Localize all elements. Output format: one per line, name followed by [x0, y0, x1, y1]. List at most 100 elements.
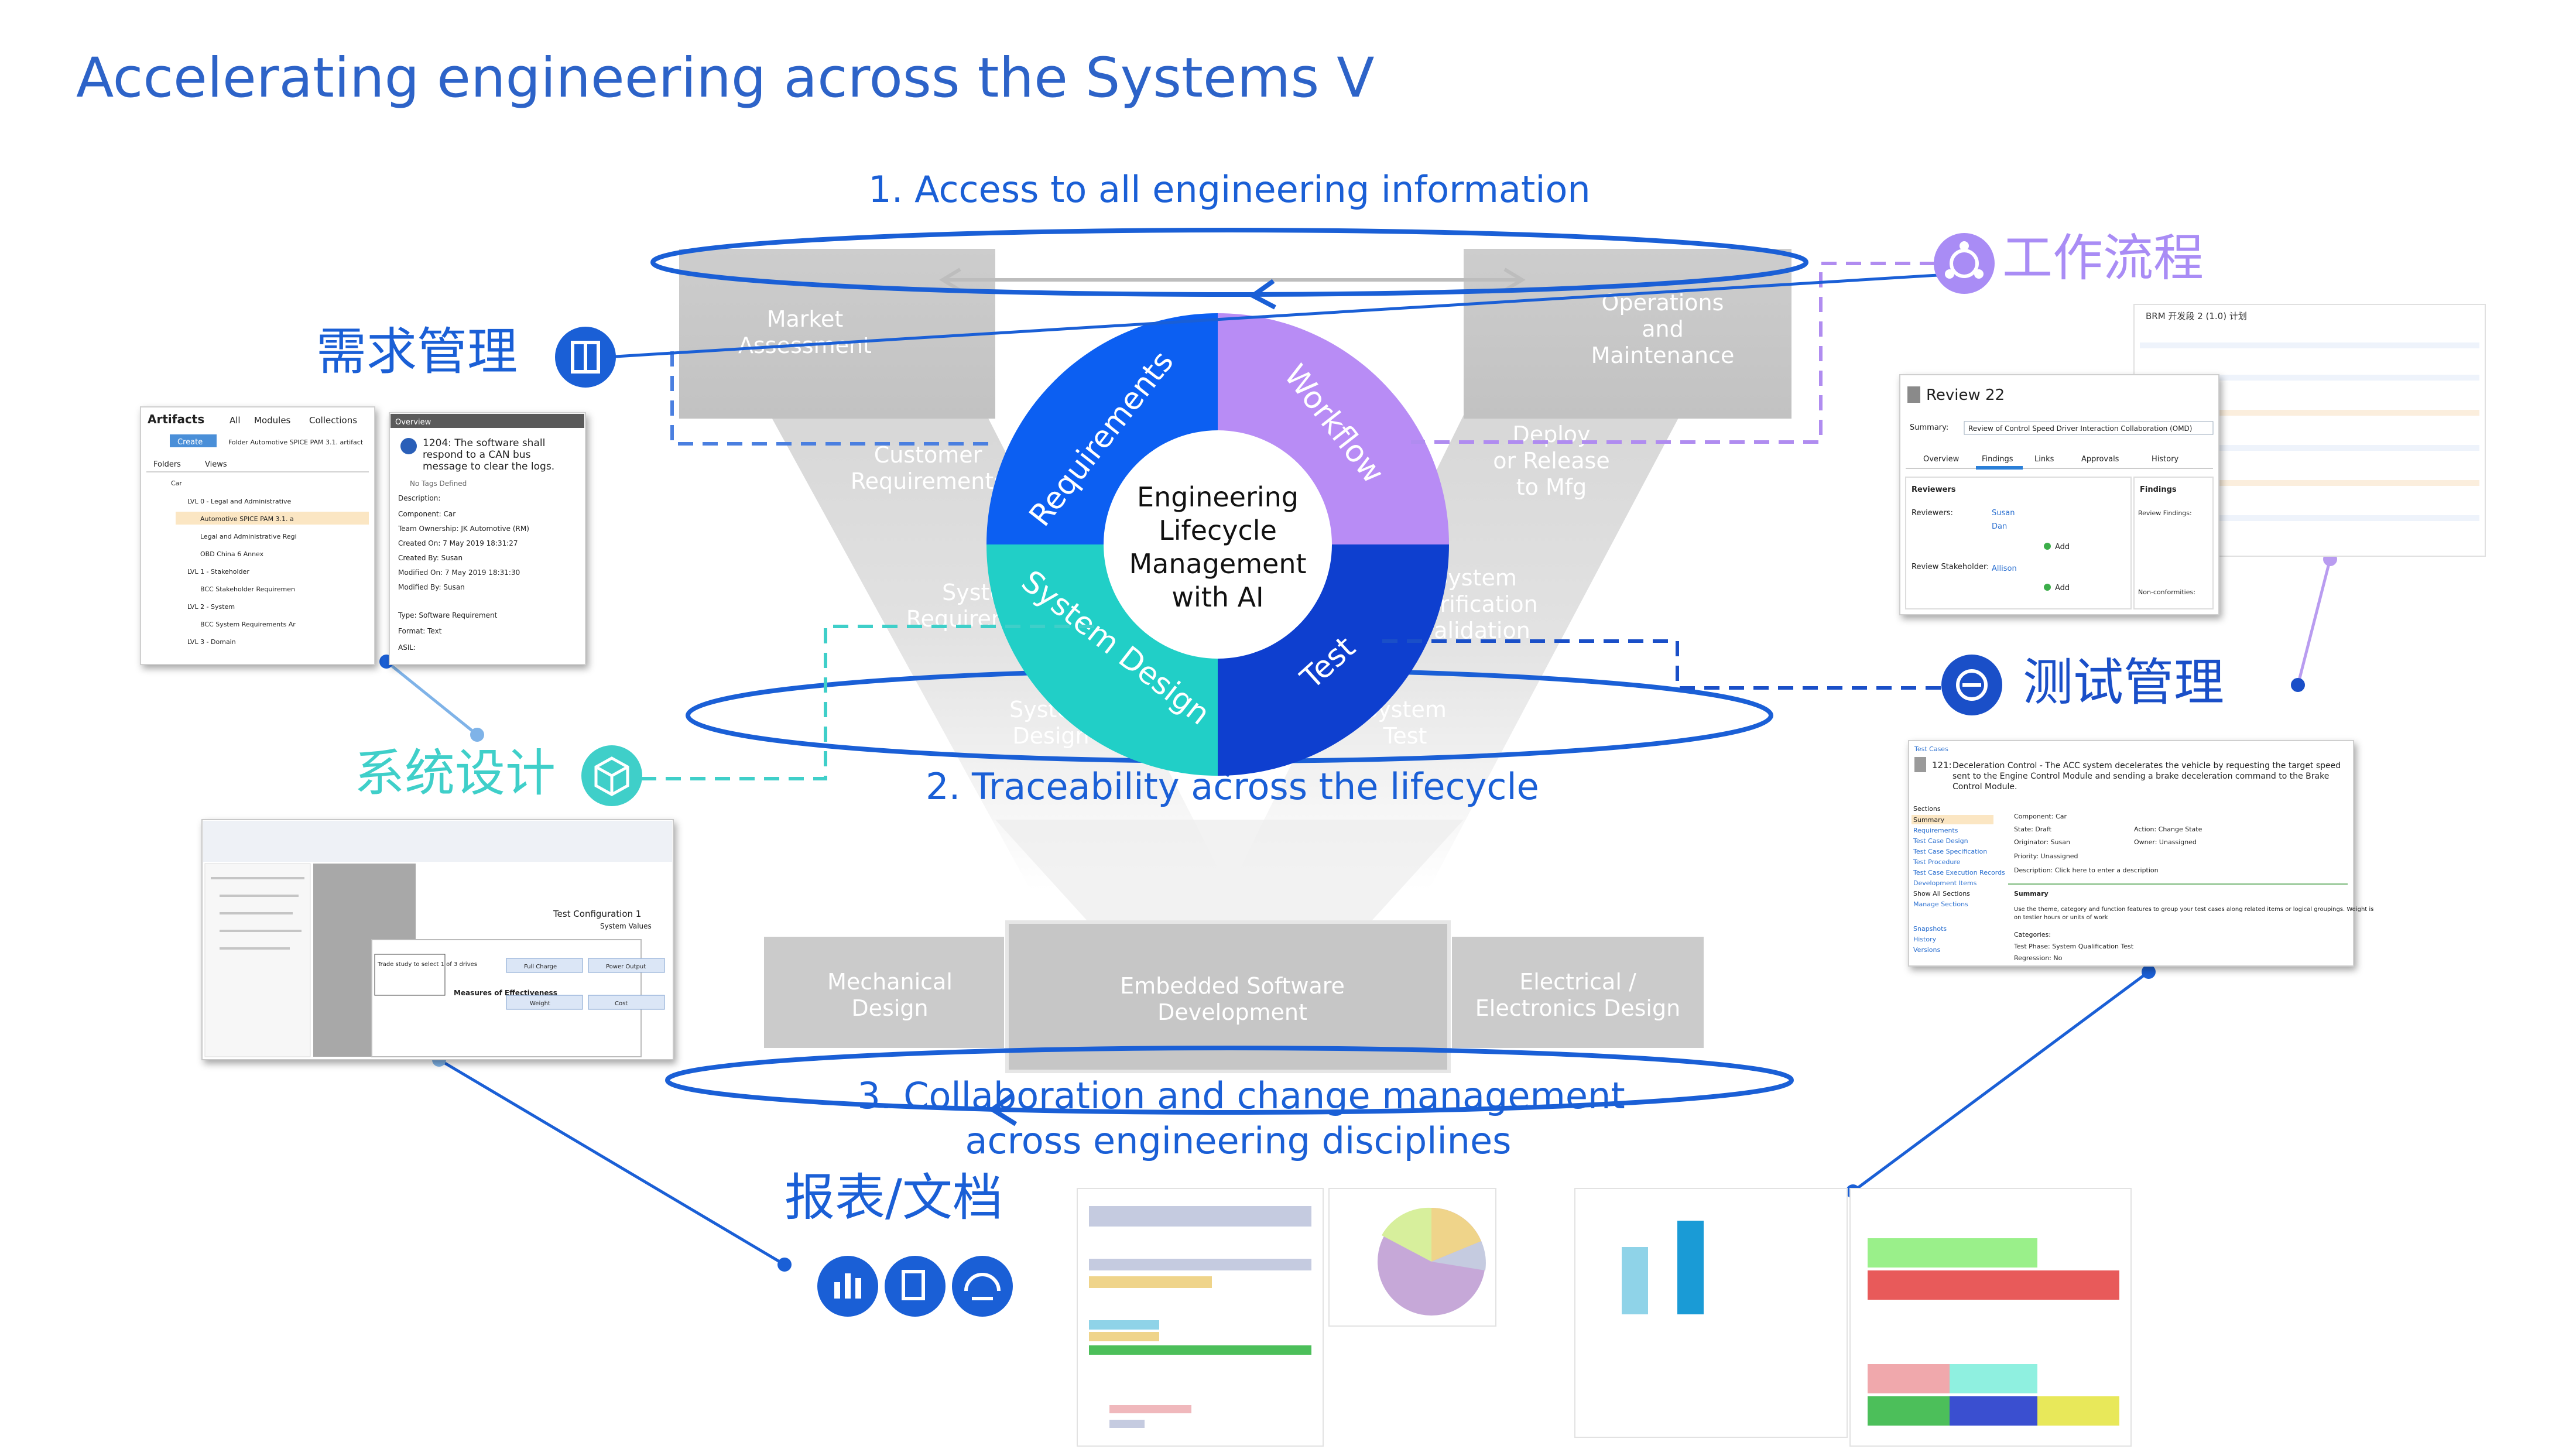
artifacts-tab-modules[interactable]: Modules	[254, 415, 291, 426]
plan-row	[2140, 445, 2479, 451]
design-system-values: System Values	[600, 922, 652, 930]
findings-head: Findings	[2140, 485, 2177, 494]
review-tab-approvals[interactable]: Approvals	[2081, 455, 2119, 464]
reviewers-label: Reviewers:	[1912, 509, 1953, 518]
test-nav-item[interactable]: Show All Sections	[1913, 890, 1970, 898]
review-tab-findings[interactable]: Findings	[1982, 455, 2013, 464]
folders-tab[interactable]: Folders	[153, 460, 181, 469]
review-tab-links[interactable]: Links	[2034, 455, 2054, 464]
ring-test[interactable]	[1218, 544, 1449, 776]
reviewer-2[interactable]: Dan	[1992, 522, 2007, 531]
test-id: 121:	[1932, 760, 1952, 770]
test-summary-head: Summary	[2014, 890, 2049, 898]
ring-inner-arc	[1120, 447, 1316, 642]
systest-label-b: Test	[1383, 723, 1427, 749]
emb-label-a: Embedded Software	[1120, 973, 1345, 999]
test-summary-text-1: Use the theme, category and function fea…	[2014, 906, 2373, 913]
trade-study-text: Trade study to select 1 of 3 drives	[377, 961, 477, 968]
tree-item[interactable]: BCC Stakeholder Requiremen	[200, 585, 295, 593]
mech-box	[764, 937, 1004, 1048]
test-nav-item[interactable]: Test Case Design	[1913, 837, 1968, 845]
module-req[interactable]: 需求管理	[316, 323, 616, 388]
ring-system-design[interactable]	[986, 544, 1218, 776]
add-stakeholder-button[interactable]: Add	[2055, 584, 2070, 592]
tree-item[interactable]: LVL 3 - Domain	[187, 638, 236, 646]
workflow-icon-node-2	[1945, 269, 1954, 279]
design-button[interactable]	[506, 995, 583, 1010]
report-bar	[1089, 1320, 1159, 1330]
tree-item[interactable]: LVL 0 - Legal and Administrative	[187, 498, 292, 505]
review-tab-history[interactable]: History	[2152, 455, 2179, 464]
views-tab[interactable]: Views	[205, 460, 227, 469]
stakeholder-label: Review Stakeholder:	[1912, 563, 1989, 571]
test-field-phase[interactable]: Test Phase: System Qualification Test	[2013, 943, 2134, 950]
report-gantt-bar	[2037, 1396, 2119, 1426]
tree-item[interactable]: LVL 1 - Stakeholder	[187, 568, 249, 576]
tree-item[interactable]: Legal and Administrative Regi	[200, 533, 297, 540]
test-field-originator: Originator: Susan	[2014, 838, 2070, 846]
test-nav-item[interactable]: Versions	[1913, 946, 1940, 954]
test-nav-item[interactable]: Test Case Execution Records	[1913, 869, 2005, 876]
module-reports[interactable]: 报表/文档	[785, 1169, 1013, 1317]
test-field-component: Component: Car	[2014, 813, 2067, 820]
report-pie-slice	[1382, 1207, 1431, 1262]
tree-item[interactable]: OBD China 6 Annex	[200, 550, 264, 558]
tree-item[interactable]: Automotive SPICE PAM 3.1. a	[200, 515, 294, 523]
report-column	[1622, 1247, 1648, 1314]
customer-label-b: Requirements	[851, 468, 1005, 494]
report-bar	[1089, 1345, 1311, 1355]
test-field-owner[interactable]: Owner: Unassigned	[2134, 838, 2197, 846]
dashboard-icon-glyph	[964, 1273, 1001, 1300]
module-design[interactable]: 系统设计	[354, 744, 642, 806]
field-description: Description:	[398, 494, 440, 502]
design-button[interactable]	[588, 958, 665, 973]
workflow-icon-node-3	[1974, 269, 1984, 279]
test-field-action[interactable]: Action: Change State	[2134, 825, 2202, 833]
test-nav-item[interactable]: Development Items	[1913, 879, 1977, 887]
workflow-icon-node-1	[1960, 241, 1969, 251]
ring-requirements[interactable]	[986, 313, 1218, 544]
test-dash	[1376, 639, 1941, 690]
module-test[interactable]: 测试管理	[1941, 653, 2224, 715]
mech-label-a: Mechanical	[827, 969, 953, 995]
design-button[interactable]	[588, 995, 665, 1010]
add-reviewer-button[interactable]: Add	[2055, 543, 2070, 551]
test-nav-item[interactable]: Test Case Specification	[1913, 848, 1987, 855]
req-shot-dot-b	[470, 728, 484, 742]
test-nav-item[interactable]: History	[1913, 936, 1937, 943]
reviewer-1[interactable]: Susan	[1992, 509, 2015, 518]
test-nav-item[interactable]: Summary	[1913, 816, 1945, 824]
artifacts-tab-collections[interactable]: Collections	[309, 415, 357, 426]
findings-box	[2133, 477, 2214, 609]
v-bottom	[995, 820, 1464, 948]
stakeholder-1[interactable]: Allison	[1992, 564, 2017, 573]
module-workflow[interactable]: 工作流程	[1934, 229, 2204, 294]
test-field-priority: Priority: Unassigned	[2014, 852, 2078, 860]
review-summary-field[interactable]	[1964, 421, 2214, 435]
test-nav-item[interactable]: Manage Sections	[1913, 900, 1968, 908]
plan-row	[2140, 342, 2479, 348]
step-1-label: 1. Access to all engineering information	[868, 168, 1590, 211]
test-nav-item[interactable]: Snapshots	[1913, 925, 1947, 933]
requirement-type-icon	[400, 438, 417, 454]
tree-item[interactable]: LVL 2 - System	[187, 603, 235, 611]
ring-workflow[interactable]	[1218, 313, 1449, 544]
review-tab-overview[interactable]: Overview	[1923, 455, 1960, 464]
test-nav-item[interactable]: Requirements	[1913, 827, 1958, 834]
bar-chart-icon-bar-1	[834, 1282, 840, 1299]
test-text-1: Deceleration Control - The ACC system de…	[1952, 761, 2341, 770]
plan-row	[2140, 375, 2479, 381]
test-nav-item[interactable]: Sections	[1913, 805, 1941, 813]
artifacts-tab-all[interactable]: All	[229, 415, 241, 426]
create-button[interactable]	[170, 434, 217, 447]
test-nav-item[interactable]: Test Procedure	[1913, 858, 1961, 866]
report-gantt-bar	[1868, 1238, 2037, 1268]
design-button[interactable]	[506, 958, 583, 973]
tree-item[interactable]: Car	[171, 479, 182, 487]
design-button-label: Full Charge	[524, 964, 557, 970]
workflow-icon	[1934, 233, 1995, 294]
tags-text: No Tags Defined	[410, 479, 467, 488]
module-test-label: 测试管理	[2023, 653, 2224, 712]
tree-item[interactable]: BCC System Requirements Ar	[200, 621, 296, 628]
test-field-regression[interactable]: Regression: No	[2014, 954, 2063, 962]
